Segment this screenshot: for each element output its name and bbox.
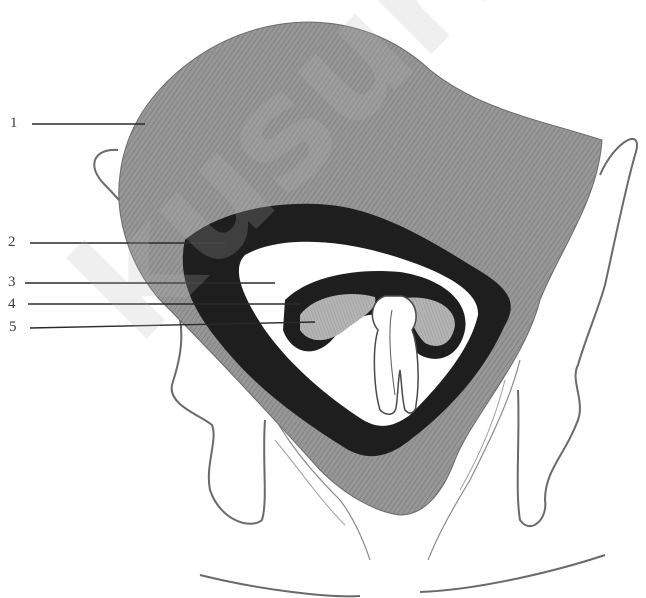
bottom-contour <box>200 575 360 596</box>
label-4: 4 <box>8 297 16 312</box>
bottom-contour-right <box>420 555 605 592</box>
label-1: 1 <box>10 116 18 131</box>
label-5: 5 <box>9 320 17 335</box>
label-2: 2 <box>8 235 16 250</box>
label-3: 3 <box>8 275 16 290</box>
central-white-structure <box>372 296 418 414</box>
